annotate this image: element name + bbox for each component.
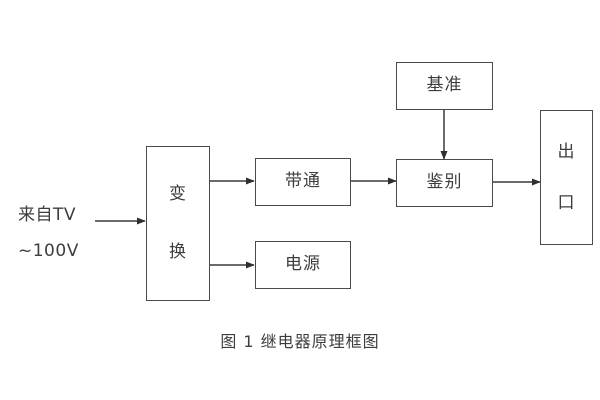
block-output[interactable]: 出 口: [540, 110, 593, 245]
source-label-line2: ~100V: [18, 241, 79, 261]
block-reference-label: 基准: [426, 75, 463, 96]
source-label-line1: 来自TV: [18, 205, 77, 225]
block-power-label: 电源: [285, 254, 321, 275]
block-bandpass[interactable]: 带通: [255, 158, 351, 206]
block-converter-label: 变 换: [169, 183, 187, 262]
block-reference[interactable]: 基准: [396, 62, 493, 110]
block-converter[interactable]: 变 换: [146, 146, 210, 301]
block-discriminator[interactable]: 鉴别: [396, 159, 493, 207]
block-bandpass-label: 带通: [285, 171, 321, 192]
block-discriminator-label: 鉴别: [426, 172, 463, 193]
figure-caption: 图 1 继电器原理框图: [220, 332, 380, 351]
block-output-label: 出 口: [557, 141, 576, 213]
block-power[interactable]: 电源: [255, 241, 351, 289]
